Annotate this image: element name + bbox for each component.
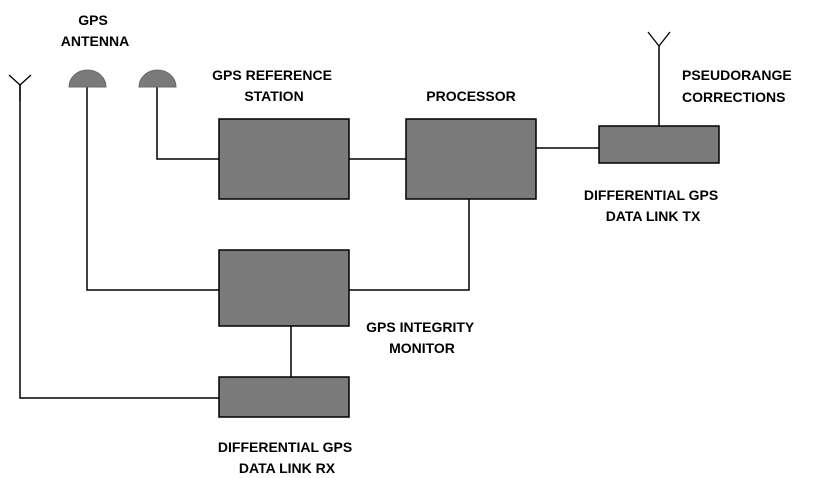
differential-gps-data-link-rx-label: DIFFERENTIAL GPS DATA LINK RX	[218, 439, 356, 476]
gps-integrity-monitor-label: GPS INTEGRITY MONITOR	[366, 319, 478, 356]
gps-antenna-dome-icon-2	[138, 69, 177, 88]
differential-gps-data-link-tx-label: DIFFERENTIAL GPS DATA LINK TX	[584, 187, 722, 224]
gps-integrity-monitor-block	[218, 249, 350, 327]
differential-gps-data-link-tx-block	[598, 125, 720, 164]
gps-reference-station-label: GPS REFERENCE STATION	[212, 67, 336, 104]
pseudorange-corrections-label: PSEUDORANGE CORRECTIONS	[682, 67, 796, 105]
processor-block	[405, 118, 537, 200]
processor-label: PROCESSOR	[426, 88, 515, 104]
wire-antenna2-to-reference-station	[156, 86, 219, 160]
gps-antenna-dome-icon-1	[68, 69, 107, 88]
wire-processor-to-integrity-monitor	[349, 199, 470, 291]
connection-lines	[19, 45, 660, 399]
wire-rx-antenna-to-rx	[19, 85, 219, 399]
receive-y-antenna-icon	[8, 74, 32, 101]
transmit-y-antenna-icon	[647, 31, 671, 47]
differential-gps-data-link-rx-block	[218, 376, 350, 418]
gps-antenna-label: GPS ANTENNA	[61, 12, 129, 49]
wire-antenna1-to-integrity-monitor	[86, 86, 219, 291]
gps-reference-station-block	[218, 118, 350, 200]
